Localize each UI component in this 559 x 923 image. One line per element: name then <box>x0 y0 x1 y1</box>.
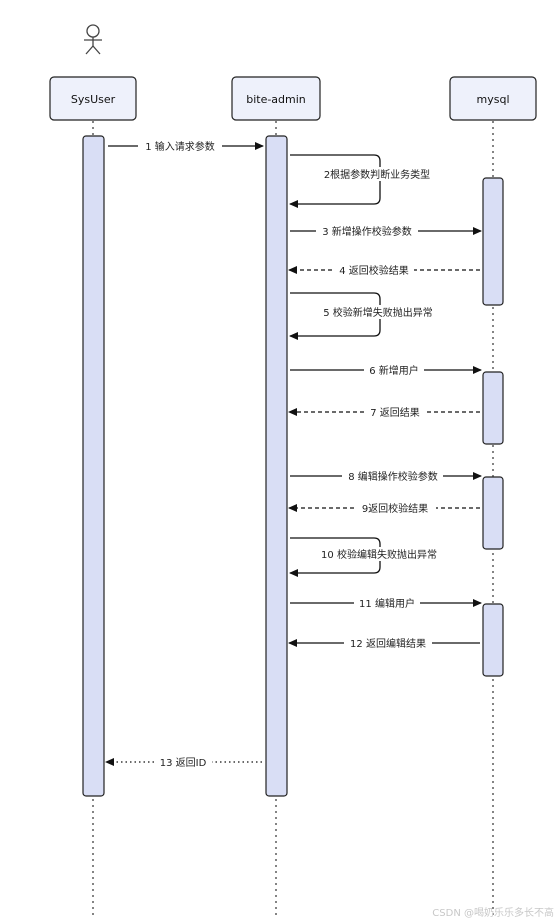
message-10: 10 校验编辑失败抛出异常 <box>289 537 442 577</box>
message-label: 9返回校验结果 <box>362 502 428 515</box>
message-9: 9返回校验结果 <box>288 502 480 515</box>
message-label: 3 新增操作校验参数 <box>322 225 412 238</box>
participant-bite-admin: bite-admin <box>231 76 321 121</box>
activation-mysql <box>482 603 504 677</box>
participant-mysql: mysql <box>449 76 537 121</box>
message-label: 8 编辑操作校验参数 <box>348 470 438 483</box>
actor-icon <box>84 24 102 55</box>
message-label: 10 校验编辑失败抛出异常 <box>321 548 437 561</box>
message-label: 13 返回ID <box>160 757 207 769</box>
message-5: 5 校验新增失败抛出异常 <box>289 292 437 340</box>
message-6: 6 新增用户 <box>290 364 482 377</box>
participant-sysuser: SysUser <box>49 76 137 121</box>
participant-label: mysql <box>477 93 510 106</box>
message-12: 12 返回编辑结果 <box>288 637 480 650</box>
activation-mysql <box>482 177 504 306</box>
activation-sysuser <box>82 135 105 797</box>
activation-mysql <box>482 371 504 445</box>
activation-mysql <box>482 476 504 550</box>
message-label: 5 校验新增失败抛出异常 <box>323 306 433 319</box>
message-label: 12 返回编辑结果 <box>350 637 426 650</box>
message-3: 3 新增操作校验参数 <box>290 225 482 238</box>
message-label: 7 返回结果 <box>370 406 420 419</box>
participant-label: bite-admin <box>246 93 306 106</box>
message-label: 4 返回校验结果 <box>339 264 409 277</box>
watermark: CSDN @喝奶乐乐多长不高 <box>432 906 554 919</box>
message-8: 8 编辑操作校验参数 <box>290 470 482 483</box>
activation-bite-admin <box>265 135 288 797</box>
message-2: 2根据参数判断业务类型 <box>289 154 436 208</box>
message-13: 13 返回ID <box>105 757 262 769</box>
message-label: 6 新增用户 <box>369 364 419 377</box>
participant-label: SysUser <box>71 93 116 106</box>
message-4: 4 返回校验结果 <box>288 264 480 277</box>
message-label: 11 编辑用户 <box>359 597 415 610</box>
message-11: 11 编辑用户 <box>290 597 482 610</box>
message-7: 7 返回结果 <box>288 406 480 419</box>
message-1: 1 输入请求参数 <box>108 140 264 153</box>
message-label: 2根据参数判断业务类型 <box>324 168 430 181</box>
message-label: 1 输入请求参数 <box>145 140 215 153</box>
